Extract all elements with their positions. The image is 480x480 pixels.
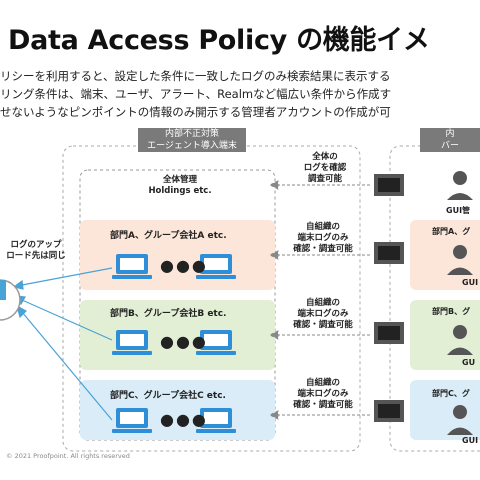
upload-label: ログのアップ ロード先は同じ [6, 240, 66, 261]
copyright-footer: © 2021 Proofpoint. All rights reserved [6, 452, 130, 460]
person-icons [447, 171, 473, 435]
holdings-flow-label: 全体の ログを確認 調査可能 [303, 152, 347, 184]
holdings-label: 全体管理 Holdings etc. [148, 175, 212, 196]
page-title: Data Access Policy の機能イメ [8, 25, 430, 56]
description-line-1: リシーを利用すると、設定した条件に一致したログのみ検索結果に表示する [0, 69, 391, 83]
row-c-admin-suffix: GUI [462, 436, 479, 445]
right-zone-label: 内 バー [420, 128, 480, 152]
row-c-dots: ●●● [160, 410, 208, 429]
row-a-flow-label: 自組織の 端末ログのみ 確認・調査可能 [293, 222, 353, 254]
row-a-admin-suffix: GUI [462, 278, 479, 287]
row-b-dots: ●●● [160, 332, 208, 351]
row-a-label: 部門A、グループ会社A etc. [110, 231, 227, 241]
row-c-flow-label: 自組織の 端末ログのみ 確認・調査可能 [293, 378, 353, 410]
row-b-flow-label: 自組織の 端末ログのみ 確認・調査可能 [293, 298, 353, 330]
admin-c-bg [410, 380, 480, 440]
holdings-admin-label: GUI管 [446, 206, 471, 215]
description-line-3: せないようなピンポイントの情報のみ開示する管理者アカウントの作成が可 [0, 105, 391, 119]
row-b-admin-label: 部門B、グ [432, 307, 471, 316]
monitor-icons [374, 174, 404, 422]
row-b-label: 部門B、グループ会社B etc. [110, 309, 227, 319]
row-b-admin-suffix: GU [462, 358, 476, 367]
row-a-dots: ●●● [160, 256, 208, 275]
row-a-admin-label: 部門A、グ [432, 227, 471, 236]
row-c-label: 部門C、グループ会社C etc. [110, 391, 226, 401]
cloud-icon [0, 279, 21, 321]
description-line-2: リング条件は、端末、ユーザ、アラート、Realmなど幅広い条件から作成す [0, 87, 392, 101]
left-zone-label: 内部不正対策 エージェント導入端末 [138, 128, 246, 152]
row-c-admin-label: 部門C、グ [432, 389, 470, 398]
